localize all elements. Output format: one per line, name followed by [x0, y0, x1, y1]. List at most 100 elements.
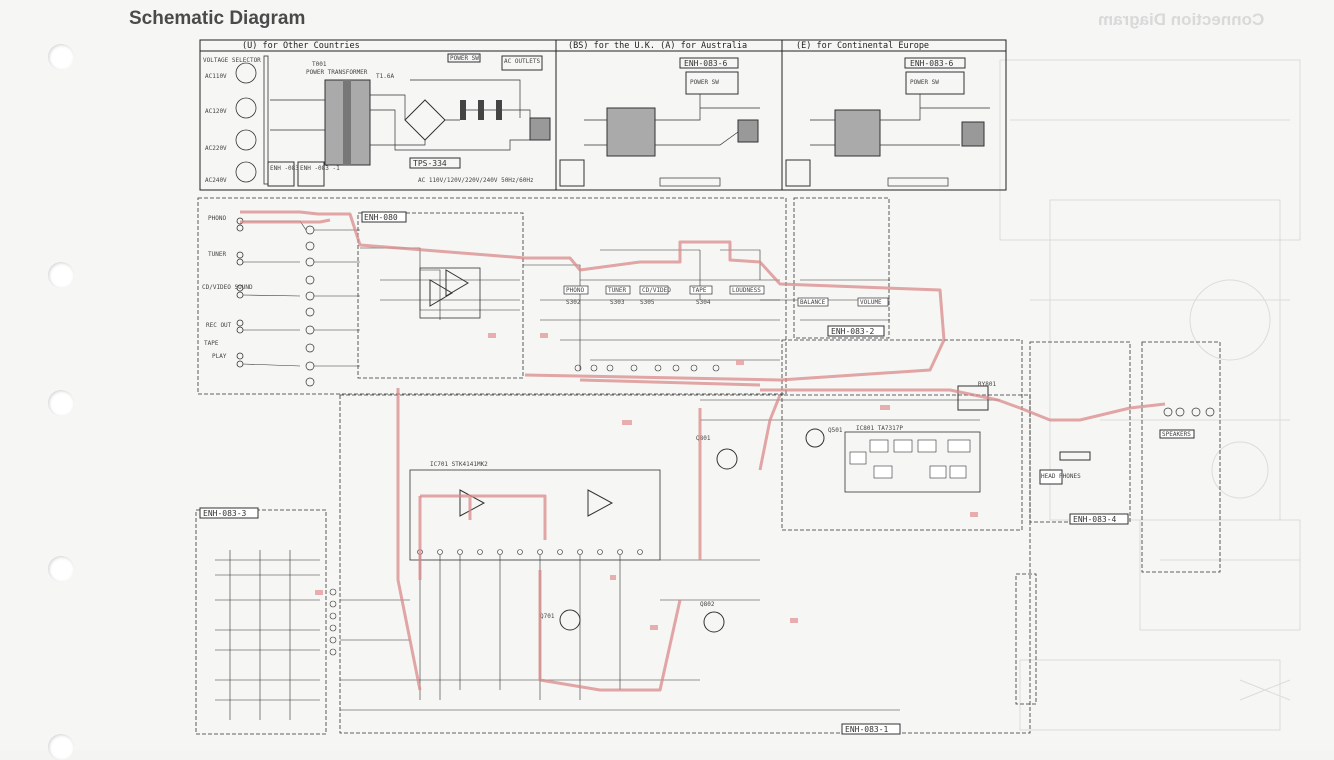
panel-header-e: (E) for Continental Europe: [796, 41, 929, 51]
tps334-label-box: [409, 157, 461, 169]
input-cd-video: CD/VIDEO SOUND: [202, 284, 253, 291]
panel2-power-sw-label: POWER SW: [690, 79, 719, 86]
binder-hole: [48, 44, 74, 70]
power-amp-pins: [417, 549, 643, 555]
voltage-ac120: AC120V: [205, 108, 227, 115]
panel3-enh-label: ENH-083-6: [910, 59, 954, 68]
enh083-3-box: [199, 507, 259, 519]
enh080-label: ENH-080: [364, 213, 398, 222]
component-markers: [315, 333, 978, 630]
enh083-3-wiring: [215, 550, 320, 720]
switch-s304: S304: [696, 299, 711, 306]
rectifier-bridge: [404, 99, 446, 141]
speaker-terminals: [1163, 407, 1215, 417]
preamp-opamp-2: [445, 269, 469, 297]
panel2-enh083-box: [559, 159, 585, 187]
enh080-box: [361, 211, 407, 223]
btn-phono: PHONO: [566, 287, 584, 294]
speakers-box: [1159, 429, 1195, 439]
transistor-q701: [559, 609, 581, 631]
tps334-label: TPS-334: [413, 159, 447, 168]
btn-cd-video: CD/VIDEO: [642, 287, 671, 294]
q802-label: Q802: [700, 601, 715, 608]
headphone-jack-switch: [1059, 451, 1091, 461]
panel3-enh-box: [904, 57, 966, 69]
board-outlines: [195, 197, 1221, 735]
q501-label: Q501: [828, 427, 843, 434]
enh083-small-label: ENH -083: [270, 165, 299, 172]
q801-label: Q801: [696, 435, 711, 442]
panel2-enh-box: [679, 57, 739, 69]
enh083-2-box: [827, 325, 885, 337]
enh083-1-small-label: ENH -083 -1: [300, 165, 340, 172]
power-amp-wiring: [340, 399, 1000, 711]
panel2-transformer: [606, 107, 656, 157]
enh083-2-label: ENH-083-2: [831, 327, 875, 336]
switch-s305: S305: [640, 299, 655, 306]
voltage-ac110: AC110V: [205, 73, 227, 80]
enh083-4-box: [1069, 513, 1129, 525]
transistor-q802: [703, 611, 725, 633]
ac-outlets-box: [501, 55, 543, 71]
preamp-wiring: [242, 220, 890, 370]
switch-s303: S303: [610, 299, 625, 306]
input-phono: PHONO: [208, 215, 226, 222]
input-play: PLAY: [212, 353, 227, 360]
voltage-selector-label: VOLTAGE SELECTOR: [203, 57, 261, 64]
input-tape: TAPE: [204, 340, 219, 347]
panel3-wires: [810, 94, 990, 187]
btn-volume: VOLUME: [860, 299, 882, 306]
power-amp-opamp-r: [587, 489, 614, 517]
ac-voltage-note: AC 110V/120V/220V/240V 50Hz/60Hz: [418, 177, 534, 184]
enh083-3-label: ENH-083-3: [203, 509, 247, 518]
page-title: Schematic Diagram: [129, 8, 306, 29]
panel-header-bs-a: (BS) for the U.K. (A) for Australia: [568, 41, 747, 51]
headphones-box: [1039, 469, 1063, 485]
panel2-plug: [737, 119, 759, 143]
enh083-small-box: [267, 161, 295, 187]
input-jacks: [236, 217, 244, 368]
voltage-ac240: AC240V: [205, 177, 227, 184]
contact-dots: [574, 364, 720, 372]
filter-caps: [460, 100, 502, 120]
btn-tuner: TUNER: [608, 287, 626, 294]
preamp-ic: [419, 267, 481, 319]
input-rec-out: REC OUT: [206, 322, 232, 329]
protection-ic: [844, 431, 981, 493]
btn-tape: TAPE: [692, 287, 707, 294]
preamp-opamp-1: [429, 279, 453, 307]
btn-balance: BALANCE: [800, 299, 826, 306]
binder-hole: [48, 556, 74, 582]
input-tuner: TUNER: [208, 251, 226, 258]
btn-loudness: LOUDNESS: [732, 287, 761, 294]
enh083-1-box: [841, 723, 901, 735]
enh083-1-label: ENH-083-1: [845, 725, 889, 734]
selector-buttons: [563, 285, 889, 307]
plug-p1: [529, 117, 551, 141]
relay-label: RY801: [978, 381, 996, 388]
top-strip: [199, 39, 1007, 191]
panel2-enh-label: ENH-083-6: [684, 59, 728, 68]
connector-pins-1: [305, 225, 315, 387]
q701-label: Q701: [540, 613, 555, 620]
power-sw-box: [447, 53, 481, 63]
voltage-selector: [235, 55, 269, 185]
binder-hole: [48, 390, 74, 416]
speakers-label: SPEAKERS: [1162, 431, 1191, 438]
panel2-wires: [584, 94, 760, 187]
panel3-enh083-box: [785, 159, 811, 187]
fuse-label: T1.6A: [376, 73, 394, 80]
signal-path-highlight: [240, 210, 1166, 692]
switch-s302: S302: [566, 299, 581, 306]
bleed-through-ghost: [999, 59, 1301, 731]
headphones-label: HEAD PHONES: [1041, 473, 1081, 480]
t001-label: T001: [312, 61, 327, 68]
power-amp-opamp-l: [459, 489, 486, 517]
panel3-power-sw-label: POWER SW: [910, 79, 939, 86]
power-amp-ic-label: IC701 STK4141MK2: [430, 461, 488, 468]
protection-ic-label: IC801 TA7317P: [856, 425, 903, 432]
enh083-4-label: ENH-083-4: [1073, 515, 1117, 524]
voltage-ac220: AC220V: [205, 145, 227, 152]
transistor-q801: [716, 448, 738, 470]
